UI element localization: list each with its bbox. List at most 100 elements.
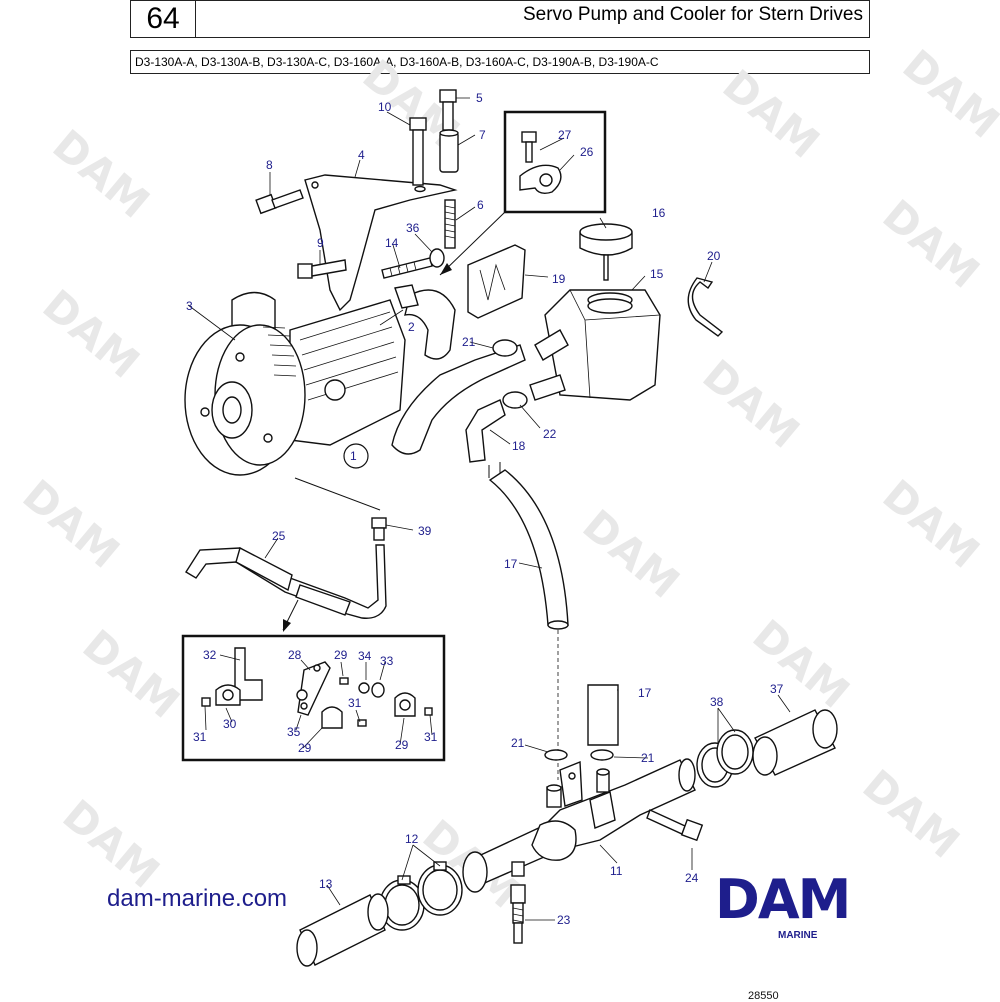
callout-label: 14 <box>385 236 399 250</box>
page-number: 64 <box>130 0 196 38</box>
callout-label: 29 <box>298 741 312 755</box>
callout-label: 31 <box>193 730 207 744</box>
fitting <box>371 517 387 541</box>
website-link[interactable]: dam-marine.com <box>107 885 288 912</box>
callout-label: 37 <box>770 682 784 696</box>
hose-clamp <box>417 861 463 916</box>
callout-labels: 1 2 3 4 5 6 7 8 9 10 11 12 13 14 15 16 1… <box>186 91 784 927</box>
callout-label: 23 <box>557 913 571 927</box>
model-list: D3-130A-A, D3-130A-B, D3-130A-C, D3-160A… <box>130 50 870 74</box>
watermark-text: DAM <box>54 790 169 898</box>
callout-label: 21 <box>641 751 655 765</box>
strap-band <box>687 277 724 337</box>
reservoir-cap <box>579 223 633 281</box>
callout-label: 5 <box>476 91 483 105</box>
washer <box>429 248 445 268</box>
watermark-text: DAM <box>874 190 989 298</box>
bolt <box>409 117 427 186</box>
callout-label: 32 <box>203 648 217 662</box>
callout-label: 8 <box>266 158 273 172</box>
callout-label: 4 <box>358 148 365 162</box>
callout-label: 26 <box>580 145 594 159</box>
stud <box>444 199 456 249</box>
leader-arrow <box>439 211 506 276</box>
callout-label: 2 <box>408 320 415 334</box>
callout-label: 17 <box>638 686 652 700</box>
watermark-text: DAM <box>574 500 689 608</box>
callout-label: 21 <box>462 335 476 349</box>
bolt <box>439 89 457 131</box>
callout-label: 25 <box>272 529 286 543</box>
callout-label: 33 <box>380 654 394 668</box>
stud <box>381 257 433 279</box>
bolt <box>297 259 347 279</box>
page-title: Servo Pump and Cooler for Stern Drives <box>195 0 870 38</box>
bolt <box>255 189 304 215</box>
bracket-plate <box>467 244 526 319</box>
callout-label: 12 <box>405 832 419 846</box>
watermark-text: DAM <box>744 610 859 718</box>
callout-label: 29 <box>334 648 348 662</box>
watermark-text: DAM <box>14 470 129 578</box>
watermark-text: DAM <box>694 350 809 458</box>
callout-label: 18 <box>512 439 526 453</box>
supply-hose <box>465 399 506 463</box>
watermark-text: DAM <box>34 280 149 388</box>
callout-label: 22 <box>543 427 557 441</box>
callout-label: 31 <box>424 730 438 744</box>
assembly-marker <box>343 443 369 469</box>
servo-pump <box>184 291 406 476</box>
cooler-pipe <box>462 758 696 893</box>
temperature-sensor <box>510 884 526 944</box>
callout-label: 36 <box>406 221 420 235</box>
dam-logo: DAM <box>715 868 851 931</box>
hose-clamp <box>590 749 614 761</box>
hose-clamp <box>492 339 518 357</box>
callout-label: 13 <box>319 877 333 891</box>
watermark-text: DAM <box>74 620 189 728</box>
callout-label: 20 <box>707 249 721 263</box>
callout-label: 15 <box>650 267 664 281</box>
leader-lines <box>187 97 791 921</box>
reservoir-tank <box>529 289 661 401</box>
callout-label: 28 <box>288 648 302 662</box>
clamp-detail-inset <box>503 110 607 214</box>
callout-label: 35 <box>287 725 301 739</box>
callout-label: 34 <box>358 649 372 663</box>
watermark-text: DAM <box>854 760 969 868</box>
callout-label: 10 <box>378 100 392 114</box>
callout-label: 24 <box>685 871 699 885</box>
callout-label: 16 <box>652 206 666 220</box>
callout-label: 38 <box>710 695 724 709</box>
spacer-sleeve <box>439 129 459 173</box>
watermark-text: DAM <box>44 120 159 228</box>
watermark-text: DAM <box>874 470 989 578</box>
callout-label: 7 <box>479 128 486 142</box>
cooling-hose <box>587 684 619 746</box>
hose-clamp <box>716 729 754 775</box>
callout-label: 3 <box>186 299 193 313</box>
callout-label: 39 <box>418 524 432 538</box>
hose-clamp <box>544 749 568 761</box>
callout-label: 9 <box>317 236 324 250</box>
callout-label: 6 <box>477 198 484 212</box>
callout-label: 19 <box>552 272 566 286</box>
cooling-hose <box>488 469 569 626</box>
callout-label: 27 <box>558 128 572 142</box>
callout-label: 11 <box>610 864 623 878</box>
watermark-text: DAM <box>894 40 1000 148</box>
callout-label: 17 <box>504 557 518 571</box>
watermark-text: DAM <box>714 60 829 168</box>
pump-hose <box>404 289 456 360</box>
return-hose <box>391 344 526 455</box>
callout-label: 29 <box>395 738 409 752</box>
hose-clamp <box>502 391 528 409</box>
leader-line <box>294 477 381 511</box>
bolt <box>646 809 704 842</box>
dam-logo-subtitle: MARINE <box>778 930 818 941</box>
callout-label: 21 <box>511 736 525 750</box>
callout-label: 31 <box>348 696 362 710</box>
diagram-id: 28550 <box>748 990 779 1002</box>
callout-label: 1 <box>350 449 357 463</box>
